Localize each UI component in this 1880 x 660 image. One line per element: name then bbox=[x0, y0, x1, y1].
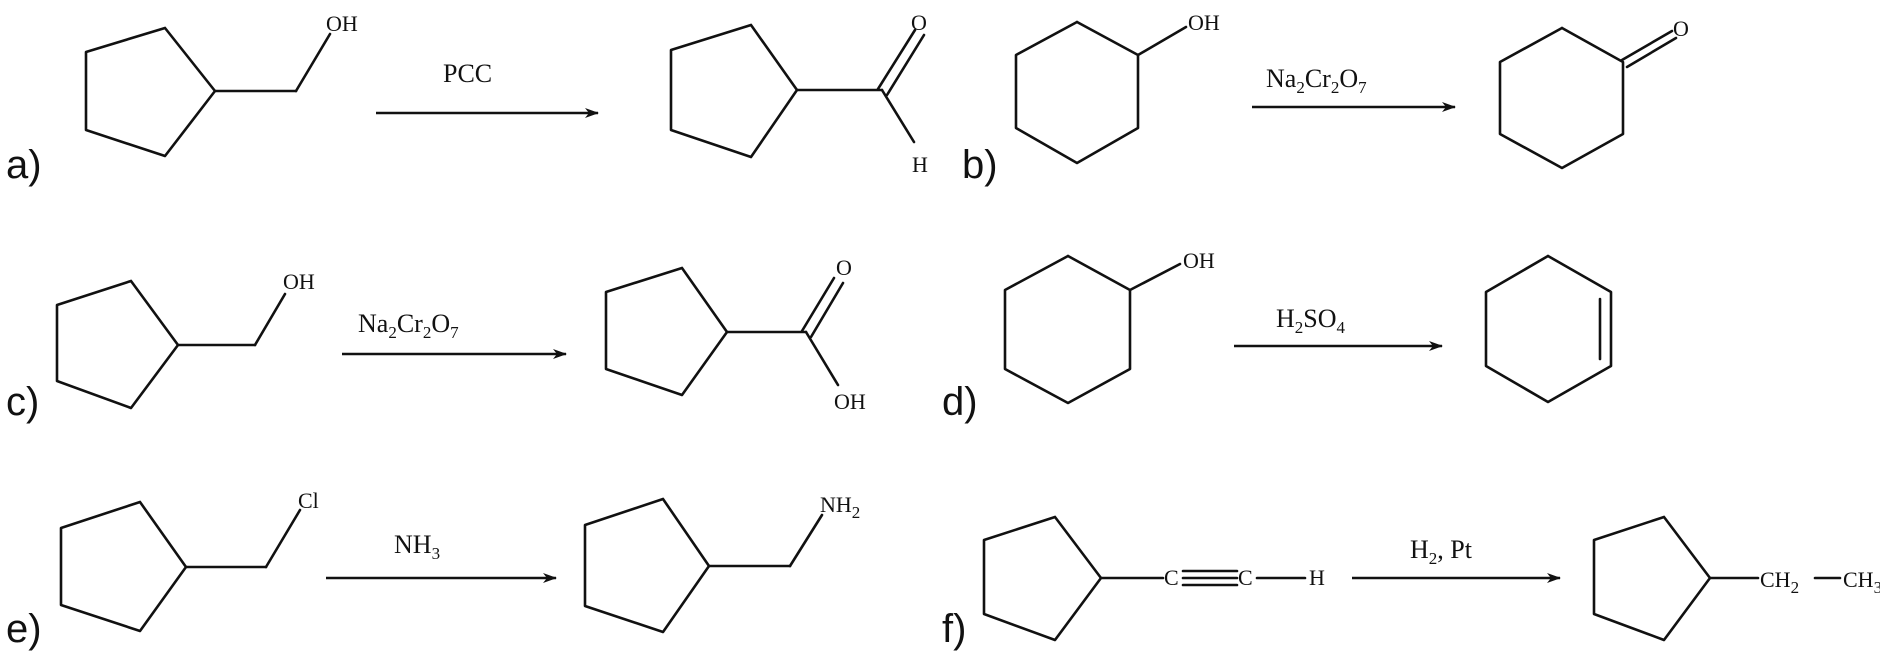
reaction-f: f) C C H H2, Pt CH2 CH3 bbox=[942, 515, 1880, 651]
reagent-a: PCC bbox=[443, 59, 492, 88]
reaction-label-d: d) bbox=[942, 380, 978, 424]
group-ch3: CH3 bbox=[1843, 567, 1880, 597]
atom-c: C bbox=[1238, 565, 1253, 590]
bond bbox=[804, 330, 840, 387]
atom-oh: OH bbox=[1188, 10, 1220, 35]
bond bbox=[253, 292, 287, 347]
reagent-d: H2SO4 bbox=[1276, 304, 1346, 337]
reactant-d-cyclohexanol: OH bbox=[1003, 248, 1215, 405]
atom-h: H bbox=[912, 152, 928, 177]
reaction-arrow-f: H2, Pt bbox=[1352, 535, 1561, 583]
cyclohexane-ring bbox=[1498, 26, 1625, 170]
atom-o: O bbox=[911, 10, 927, 35]
atom-o: O bbox=[1673, 16, 1689, 41]
atom-oh: OH bbox=[283, 269, 315, 294]
atom-oh: OH bbox=[834, 389, 866, 414]
atom-nh2: NH2 bbox=[820, 492, 860, 522]
reaction-arrow-d: H2SO4 bbox=[1234, 304, 1443, 351]
reaction-b: b) OH Na2Cr2O7 O bbox=[962, 10, 1689, 187]
reagent-e: NH3 bbox=[394, 530, 440, 563]
cyclopentane-ring bbox=[55, 279, 180, 410]
double-bond bbox=[876, 28, 917, 91]
double-bond bbox=[1625, 36, 1678, 69]
reactant-e-chloromethylcyclopentane: Cl bbox=[59, 488, 319, 633]
reaction-arrow-b: Na2Cr2O7 bbox=[1252, 64, 1456, 112]
reaction-arrow-a: PCC bbox=[376, 59, 599, 118]
bond bbox=[264, 508, 302, 569]
reaction-arrow-e: NH3 bbox=[326, 530, 557, 583]
reaction-e: e) Cl NH3 NH2 bbox=[6, 488, 860, 651]
cyclohexene-ring bbox=[1484, 254, 1613, 404]
cyclopentane-ring bbox=[59, 500, 188, 633]
reaction-d: d) OH H2SO4 bbox=[942, 248, 1613, 424]
reaction-a: a) OH PCC O H bbox=[6, 10, 928, 187]
double-bond bbox=[885, 33, 926, 97]
double-bond bbox=[800, 276, 836, 333]
bond bbox=[788, 513, 824, 568]
reagent-f: H2, Pt bbox=[1410, 535, 1473, 568]
atom-cl: Cl bbox=[298, 488, 319, 513]
reaction-arrow-c: Na2Cr2O7 bbox=[342, 309, 567, 359]
bond bbox=[880, 88, 916, 144]
reaction-label-f: f) bbox=[942, 607, 966, 651]
reaction-label-a: a) bbox=[6, 143, 42, 187]
atom-oh: OH bbox=[1183, 248, 1215, 273]
cyclohexane-ring bbox=[1014, 20, 1140, 165]
reaction-label-c: c) bbox=[6, 380, 39, 424]
reaction-label-e: e) bbox=[6, 607, 42, 651]
product-e-cyclopentylmethanamine: NH2 bbox=[583, 492, 860, 634]
cyclopentane-ring bbox=[1592, 515, 1712, 642]
reactant-a-cyclopentylmethanol: OH bbox=[84, 11, 358, 158]
product-b-cyclohexanone: O bbox=[1498, 16, 1689, 170]
cyclopentane-ring bbox=[604, 266, 729, 397]
cyclopentane-ring bbox=[669, 23, 799, 159]
double-bond bbox=[1620, 29, 1674, 62]
bond bbox=[1128, 262, 1182, 292]
reagent-c: Na2Cr2O7 bbox=[358, 309, 459, 342]
atom-o: O bbox=[836, 255, 852, 280]
double-bond bbox=[809, 281, 845, 339]
product-a-cyclopentanecarbaldehyde: O H bbox=[669, 10, 928, 177]
bond bbox=[294, 32, 332, 93]
group-ch2: CH2 bbox=[1760, 567, 1799, 597]
cyclopentane-ring bbox=[583, 497, 711, 634]
bond bbox=[1136, 25, 1188, 57]
atom-c: C bbox=[1164, 565, 1179, 590]
reactant-c-cyclopentylmethanol: OH bbox=[55, 269, 315, 410]
reaction-c: c) OH Na2Cr2O7 O OH bbox=[6, 255, 866, 424]
product-f-ethylcyclopentane: CH2 CH3 bbox=[1592, 515, 1880, 642]
product-d-cyclohexene bbox=[1484, 254, 1613, 404]
cyclopentane-ring bbox=[982, 515, 1103, 642]
reactant-b-cyclohexanol: OH bbox=[1014, 10, 1220, 165]
reagent-b: Na2Cr2O7 bbox=[1266, 64, 1367, 97]
cyclopentane-ring bbox=[84, 26, 217, 158]
atom-h: H bbox=[1309, 565, 1325, 590]
reactant-f-ethynylcyclopentane: C C H bbox=[982, 515, 1325, 642]
product-c-cyclopentanecarboxylic-acid: O OH bbox=[604, 255, 866, 414]
atom-oh: OH bbox=[326, 11, 358, 36]
cyclohexane-ring bbox=[1003, 254, 1132, 405]
reaction-label-b: b) bbox=[962, 143, 998, 187]
